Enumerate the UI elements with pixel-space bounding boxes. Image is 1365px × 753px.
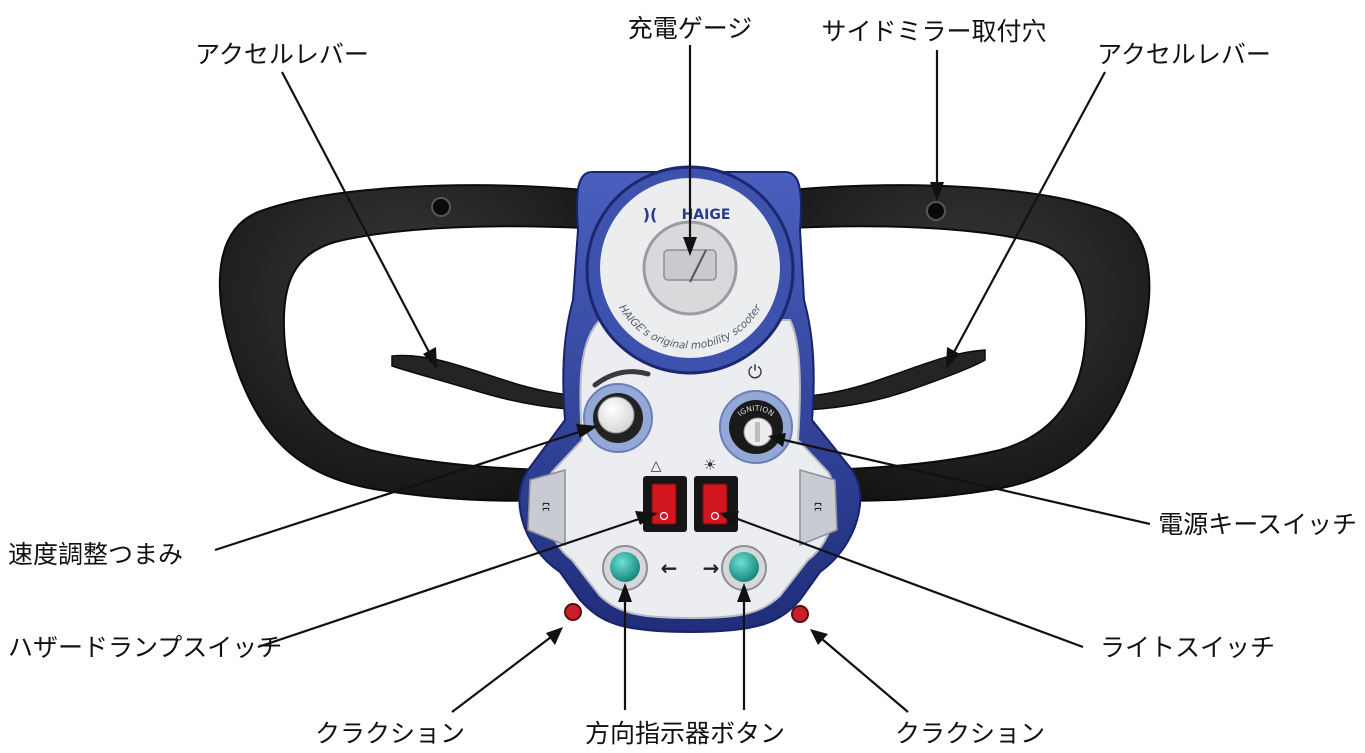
leader-lines xyxy=(214,45,1151,713)
power-icon: ⏻ xyxy=(748,362,762,383)
speed-knob[interactable] xyxy=(597,396,635,434)
turn-left-button[interactable] xyxy=(610,552,640,582)
leader-light-switch xyxy=(734,516,1084,649)
label-light-switch: ライトスイッチ xyxy=(1100,633,1275,662)
speed-scale-arc xyxy=(592,369,651,388)
label-mirror-hole: サイドミラー取付穴 xyxy=(821,17,1046,46)
label-accel-lever-left: アクセルレバー xyxy=(195,40,369,69)
leader-power-key xyxy=(783,438,1151,526)
arrowhead-hazard-switch xyxy=(635,511,658,525)
leader-horn-left xyxy=(451,636,552,713)
horn-button-right[interactable] xyxy=(791,605,809,623)
arrowhead-horn-left xyxy=(546,627,563,645)
label-charge-gauge: 充電ゲージ xyxy=(628,14,753,43)
hazard-icon: △ xyxy=(651,458,662,474)
arrowhead-speed-knob xyxy=(576,424,598,438)
light-icon: ☀ xyxy=(703,456,716,474)
arrowhead-turn-left xyxy=(618,583,632,602)
leader-accel-right xyxy=(952,71,1106,355)
arrowhead-horn-right xyxy=(810,629,828,645)
label-hazard-switch: ハザードランプスイッチ xyxy=(8,633,282,662)
light-switch-mark xyxy=(710,511,720,521)
leader-hazard-switch xyxy=(257,516,643,649)
label-horn-left: クラクション xyxy=(315,719,465,748)
arrowhead-charge-gauge xyxy=(683,237,697,256)
right-arrow-icon: → xyxy=(703,556,720,580)
accel-lever-right[interactable] xyxy=(794,349,986,411)
label-horn-right: クラクション xyxy=(895,719,1045,748)
horn-button-left[interactable] xyxy=(564,603,582,621)
light-switch[interactable] xyxy=(702,483,728,525)
label-power-key: 電源キースイッチ xyxy=(1158,510,1357,539)
arrowhead-accel-right xyxy=(946,347,960,369)
arrowhead-mirror-hole xyxy=(930,182,944,201)
label-speed-knob: 速度調整つまみ xyxy=(8,540,183,569)
label-accel-lever-right: アクセルレバー xyxy=(1097,40,1271,69)
turn-right-button[interactable] xyxy=(729,552,759,582)
gauge-needle xyxy=(689,249,707,283)
label-turn-buttons: 方向指示器ボタン xyxy=(585,719,785,748)
hazard-switch-mark xyxy=(659,511,669,521)
arrowhead-accel-left xyxy=(423,347,437,369)
hazard-switch[interactable] xyxy=(651,483,677,525)
mirror-hole-left xyxy=(431,197,451,217)
mirror-hole-right[interactable] xyxy=(926,201,946,221)
callout-labels: 充電ゲージ サイドミラー取付穴 アクセルレバー アクセルレバー 速度調整つまみ … xyxy=(8,14,1357,748)
brand-mark-icon: )( xyxy=(643,205,658,224)
left-grip[interactable] xyxy=(218,184,586,502)
accel-lever-left[interactable] xyxy=(391,354,593,411)
arrowhead-light-switch xyxy=(719,511,739,525)
arrowhead-power-key xyxy=(768,433,786,447)
left-pad-icon: ʭ xyxy=(542,500,549,516)
leader-accel-left xyxy=(281,71,431,355)
brand-logo: HAIGE xyxy=(682,207,731,223)
leader-horn-right xyxy=(821,638,909,713)
center-console: HAIGE )( HAIGE's original mobility scoot… xyxy=(518,165,862,634)
leader-speed-knob xyxy=(214,429,583,552)
key-slot xyxy=(755,422,760,442)
right-side-pad xyxy=(799,469,838,547)
key-ring-text: IGNITION xyxy=(736,404,776,419)
arrowhead-turn-right xyxy=(737,583,751,602)
left-arrow-icon: ← xyxy=(661,556,678,580)
right-pad-icon: ʭ xyxy=(814,500,821,516)
